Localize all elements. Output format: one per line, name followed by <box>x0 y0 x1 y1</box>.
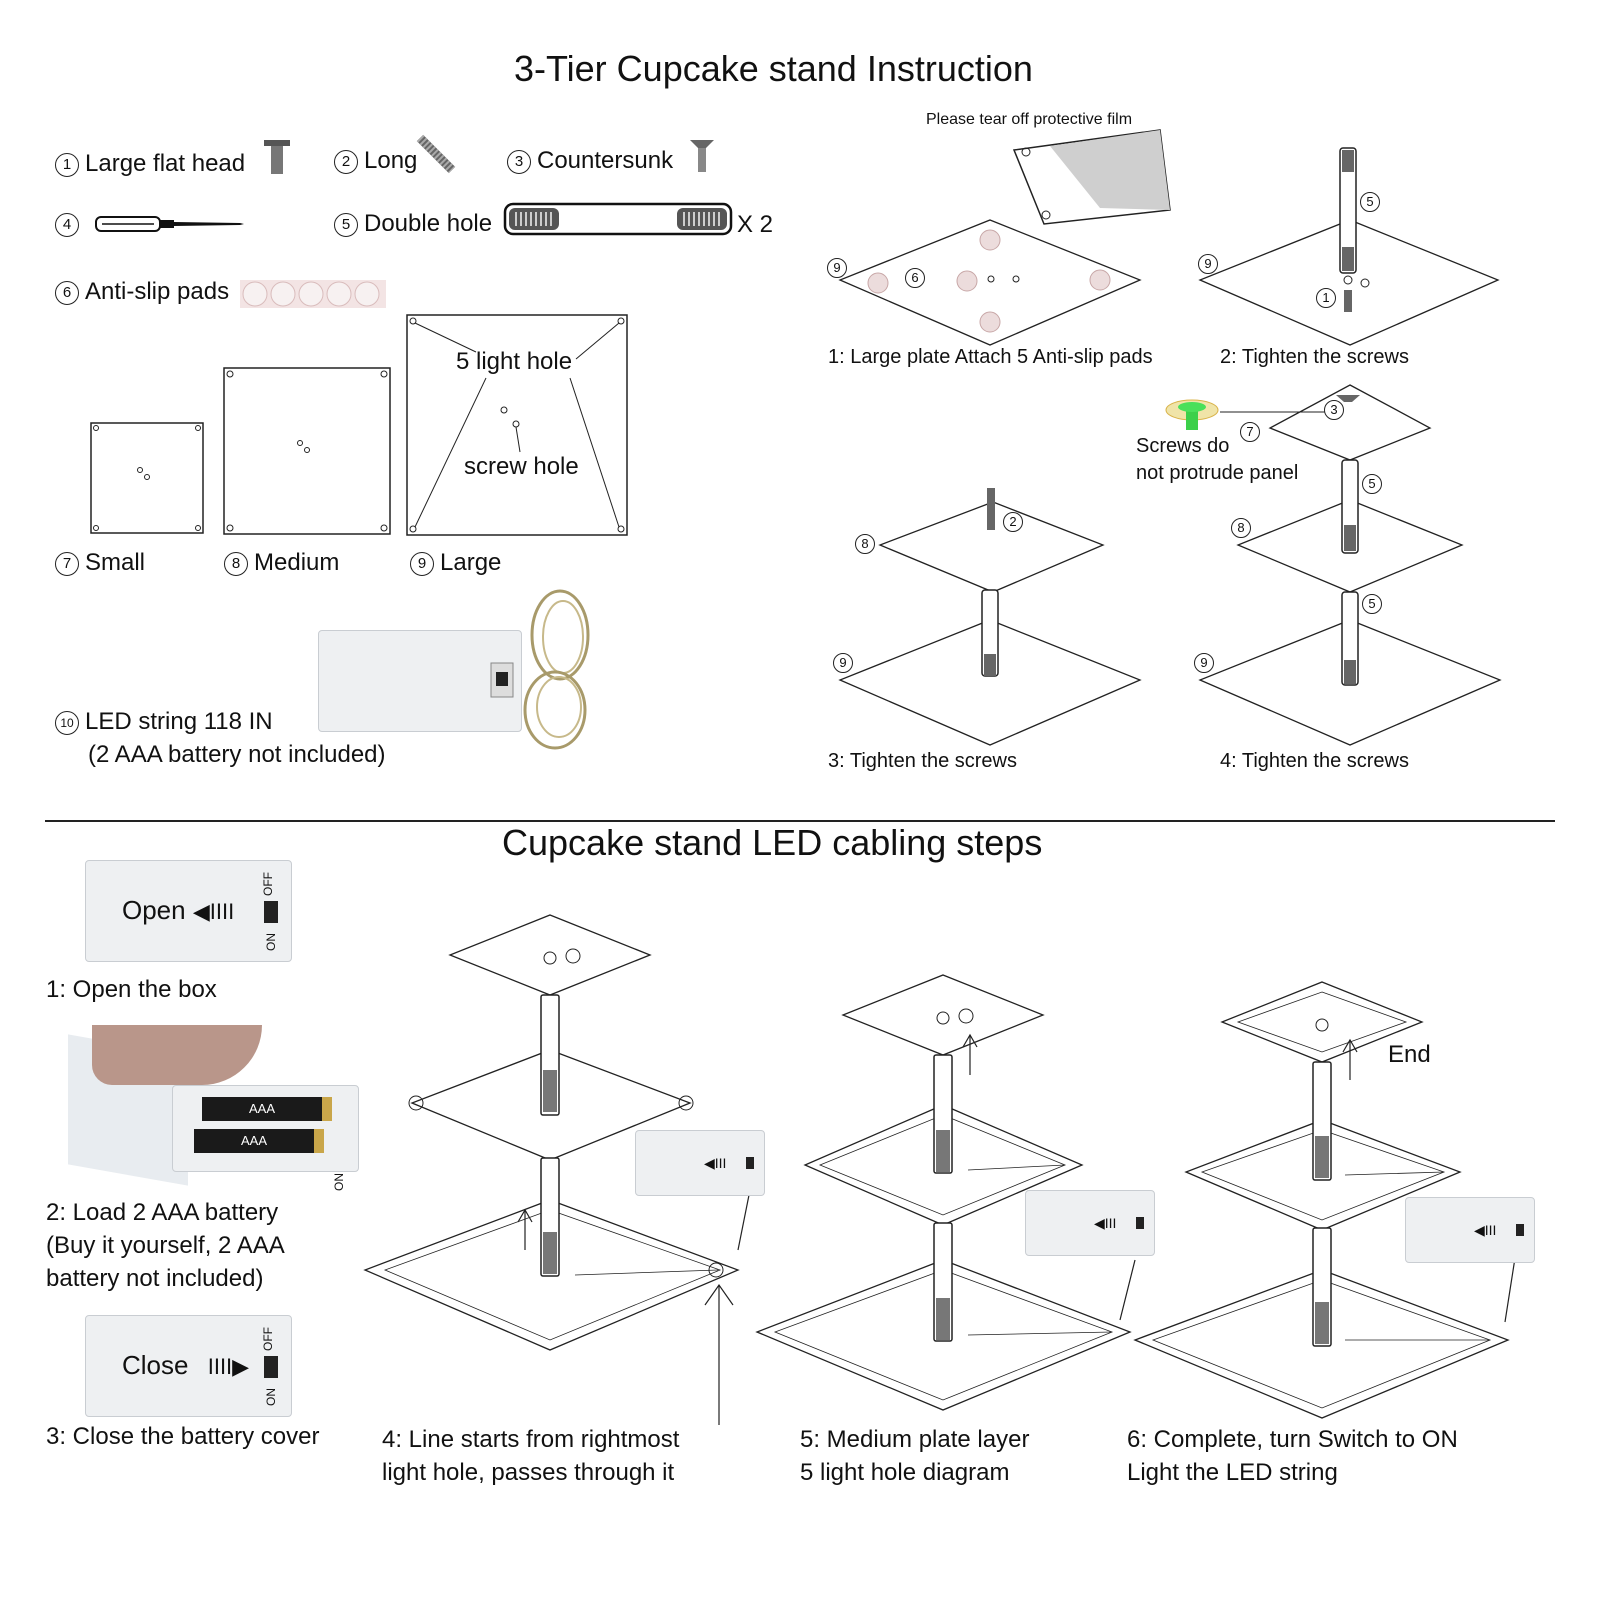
assembly-step-1: 1: Large plate Attach 5 Anti-slip pads <box>828 346 1153 368</box>
cabling-step-6: 6: Complete, turn Switch to ON Light the… <box>1127 1426 1458 1486</box>
open-label: Open ◀IIII <box>122 895 235 925</box>
arrow-icon: ◀III <box>704 1155 727 1171</box>
marker-7: 7 <box>1240 422 1260 442</box>
small-plate-drawing <box>90 422 204 534</box>
led-string-coil-icon <box>523 589 590 750</box>
marker-6: 6 <box>905 268 925 288</box>
section-title: Cupcake stand LED cabling steps <box>502 822 1043 863</box>
battery-loading-photo: AAA AAA ON <box>62 1025 362 1195</box>
battery-box-diagram-6: ◀III <box>1405 1197 1535 1263</box>
battery-box-diagram-5: ◀III <box>1025 1190 1155 1256</box>
double-hole-quantity: X 2 <box>737 211 774 238</box>
close-label: Close IIII▶ <box>122 1350 250 1380</box>
switch-icon <box>1136 1217 1144 1229</box>
switch-icon <box>746 1157 754 1169</box>
marker-8: 8 <box>855 534 875 554</box>
countersunk-screw-icon <box>690 140 714 172</box>
anti-slip-pads-icon <box>240 280 386 308</box>
assembly-step-3: 3: Tighten the screws <box>828 750 1017 772</box>
part-4-label: 4 <box>55 210 85 238</box>
marker-1: 1 <box>1316 288 1336 308</box>
cabling-step-3: 3: Close the battery cover <box>46 1423 320 1450</box>
switch-icon <box>264 1356 278 1378</box>
marker-9: 9 <box>1194 653 1214 673</box>
flat-head-screw-icon <box>264 140 290 174</box>
assembly-step-4: 4: Tighten the screws <box>1220 750 1409 772</box>
on-label: ON <box>264 1388 278 1406</box>
led-battery-box <box>318 630 522 732</box>
page-title: 3-Tier Cupcake stand Instruction <box>514 48 1033 89</box>
led-battery-note: (2 AAA battery not included) <box>88 741 386 768</box>
marker-5: 5 <box>1362 594 1382 614</box>
battery-switch-icon <box>490 662 514 698</box>
marker-2: 2 <box>1003 512 1023 532</box>
cabling-diagrams <box>363 914 1516 1425</box>
end-label: End <box>1388 1041 1431 1068</box>
battery-box-diagram-4: ◀III <box>635 1130 765 1196</box>
marker-5: 5 <box>1360 192 1380 212</box>
cabling-step-2: 2: Load 2 AAA battery (Buy it yourself, … <box>46 1199 285 1292</box>
on-label: ON <box>264 933 278 951</box>
off-label: OFF <box>261 872 275 896</box>
battery-aaa-2: AAA <box>194 1129 324 1153</box>
assembly-diagram <box>838 147 1502 746</box>
marker-9: 9 <box>1198 254 1218 274</box>
arrow-icon: ◀III <box>1474 1222 1497 1238</box>
assembly-step-2: 2: Tighten the screws <box>1220 346 1409 368</box>
long-screw-icon <box>416 134 456 174</box>
screw-hole-label: screw hole <box>464 453 579 480</box>
protective-film-illustration <box>1012 129 1171 225</box>
screwdriver-icon <box>95 216 244 232</box>
switch-icon <box>1516 1224 1524 1236</box>
screw-note: Screws do not protrude panel <box>1136 435 1299 484</box>
medium-plate-drawing <box>223 367 391 535</box>
cabling-step-4: 4: Line starts from rightmost light hole… <box>382 1426 680 1486</box>
marker-9: 9 <box>833 653 853 673</box>
arrow-icon: ◀III <box>1094 1215 1117 1231</box>
cabling-step-5: 5: Medium plate layer 5 light hole diagr… <box>800 1426 1030 1486</box>
light-hole-label: 5 light hole <box>456 348 573 375</box>
protective-film-note: Please tear off protective film <box>926 111 1133 128</box>
marker-3: 3 <box>1324 400 1344 420</box>
hand-fingers <box>92 1025 262 1085</box>
marker-5: 5 <box>1362 474 1382 494</box>
battery-box-closed: Close IIII▶ OFF ON <box>85 1315 292 1417</box>
part-number: 1 <box>55 152 79 177</box>
battery-aaa-1: AAA <box>202 1097 332 1121</box>
on-label: ON <box>332 1173 346 1191</box>
cabling-step-1: 1: Open the box <box>46 976 217 1003</box>
marker-8: 8 <box>1231 518 1251 538</box>
off-label: OFF <box>261 1327 275 1351</box>
switch-icon <box>264 901 278 923</box>
battery-box-open: Open ◀IIII OFF ON <box>85 860 292 962</box>
large-plate-drawing <box>406 314 628 536</box>
double-hole-standoff-icon <box>503 202 733 236</box>
section-divider <box>45 820 1555 822</box>
marker-9: 9 <box>827 258 847 278</box>
